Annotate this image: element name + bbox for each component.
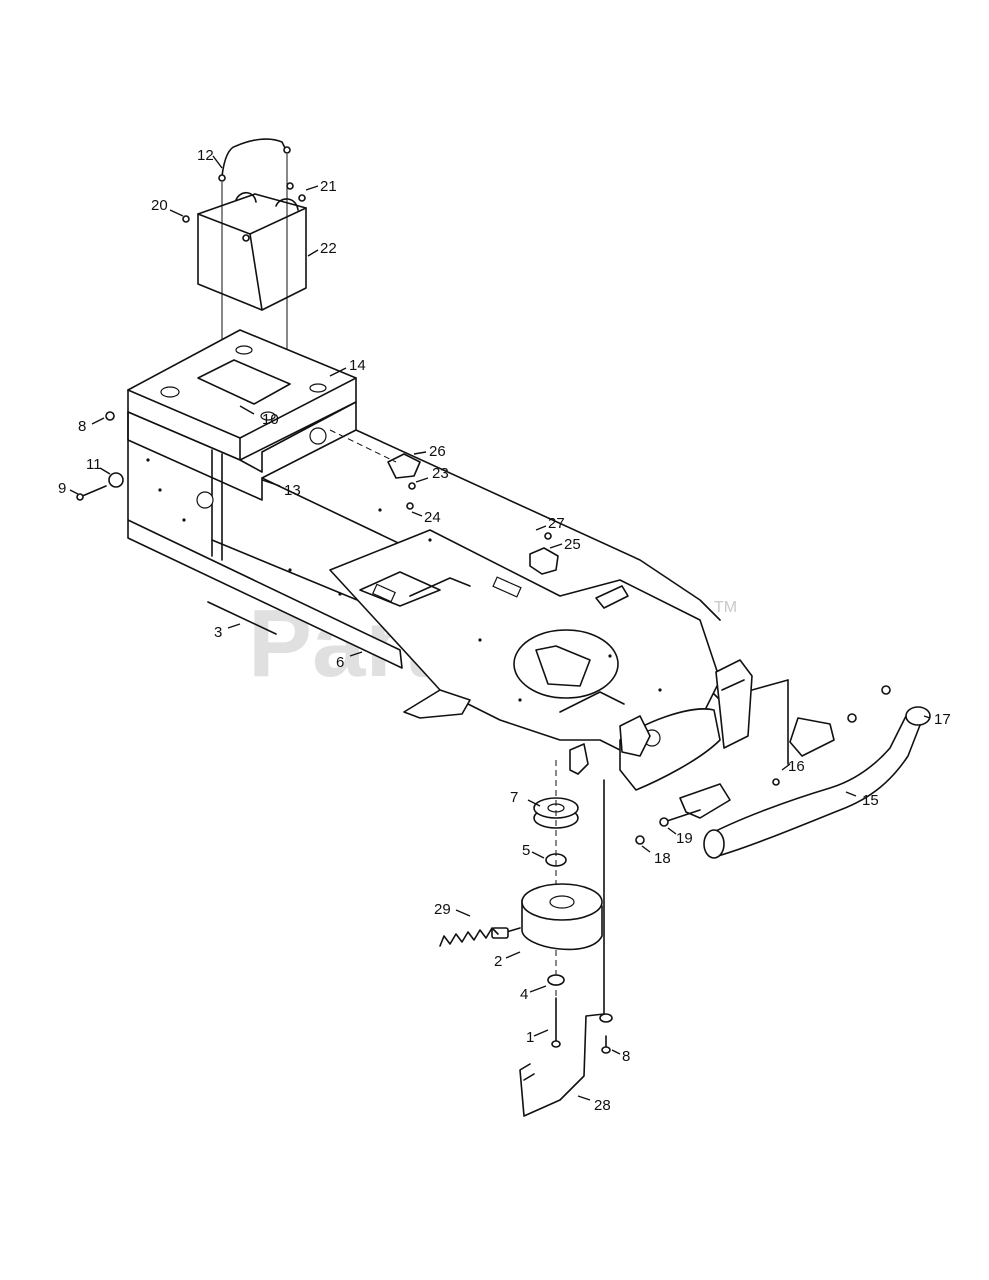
callout-24: 24 [424, 509, 441, 526]
callout-16: 16 [788, 758, 805, 775]
callout-11: 11 [86, 456, 102, 473]
front-axle [679, 679, 923, 859]
callout-9: 9 [58, 480, 66, 497]
callout-8b: 8 [622, 1048, 630, 1065]
spring-29 [439, 927, 499, 947]
callout-12: 12 [197, 147, 214, 164]
switch-25 [529, 532, 559, 575]
bolt-19 [659, 809, 701, 827]
nut-21a [286, 182, 294, 190]
nut-21b [298, 194, 306, 202]
callout-7: 7 [510, 789, 518, 806]
nut-8-left [105, 411, 115, 421]
callout-18: 18 [654, 850, 671, 867]
callout-21: 21 [320, 178, 337, 195]
callout-23: 23 [432, 465, 449, 482]
callout-13: 13 [284, 482, 301, 499]
bolt-9 [76, 485, 107, 501]
callout-3: 3 [214, 624, 222, 641]
callout-8a: 8 [78, 418, 86, 435]
main-frame [127, 429, 753, 791]
callout-labels: 12 21 20 22 14 8 10 26 11 23 9 13 24 27 … [58, 147, 951, 1114]
callout-6: 6 [336, 654, 344, 671]
callout-17: 17 [934, 711, 951, 728]
callout-20: 20 [151, 197, 168, 214]
callout-19: 19 [676, 830, 693, 847]
callout-25: 25 [564, 536, 581, 553]
washer-4 [547, 974, 565, 986]
callout-28: 28 [594, 1097, 611, 1114]
watermark-tm: TM [714, 599, 737, 616]
callout-15: 15 [862, 792, 879, 809]
screw-20 [182, 215, 190, 223]
bushing-17 [847, 685, 931, 726]
nut-16 [772, 778, 780, 786]
bracket-26 [329, 429, 421, 510]
rod-28 [519, 779, 613, 1117]
battery [197, 191, 307, 311]
callout-27: 27 [548, 515, 565, 532]
callout-10: 10 [262, 411, 279, 428]
pto-clutch [491, 883, 603, 951]
callout-4: 4 [520, 986, 528, 1003]
callout-14: 14 [349, 357, 366, 374]
bolt-8-lower [601, 1035, 611, 1054]
callout-29: 29 [434, 901, 451, 918]
rod-3 [207, 601, 277, 635]
callout-2: 2 [494, 953, 502, 970]
callout-1: 1 [526, 1029, 534, 1046]
bolt-1 [551, 997, 561, 1048]
battery-cable [218, 138, 291, 182]
leader-lines [69, 155, 931, 1101]
pulley-7 [533, 797, 579, 829]
callout-22: 22 [320, 240, 337, 257]
bolt-18 [635, 835, 645, 845]
washer-11 [108, 472, 124, 488]
callout-5: 5 [522, 842, 530, 859]
battery-tray [127, 329, 357, 461]
callout-26: 26 [429, 443, 446, 460]
